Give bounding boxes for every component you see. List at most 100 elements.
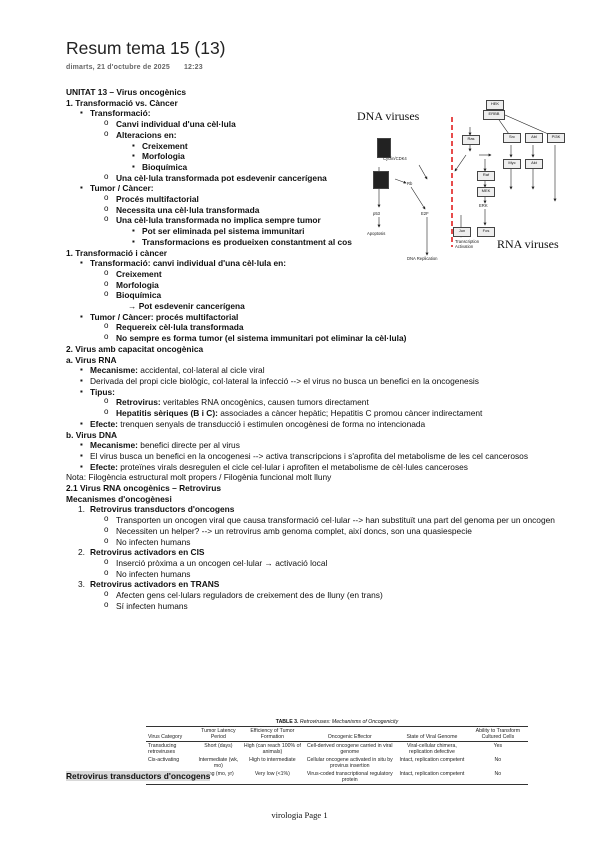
table-caption: TABLE 3. Retroviruses: Mechanisms of Onc… bbox=[275, 719, 399, 725]
table-row: Trans-activating Long (mo, yr) Very low … bbox=[146, 770, 528, 785]
table-row: Cis-activating Intermediate (wk, mo) Hig… bbox=[146, 756, 528, 770]
table-cell: Yes bbox=[493, 743, 503, 749]
list-item: Canvi individual d'una cèl·lula bbox=[66, 118, 586, 130]
list-item: Alteracions en: bbox=[66, 129, 586, 141]
list-item: Bioquímica bbox=[66, 162, 586, 173]
list-item: Inserció pròxima a un oncogen cel·lular … bbox=[66, 557, 586, 569]
page-date: dimarts, 21 d'octubre de 2025 12:23 bbox=[66, 64, 203, 71]
table-header: Tumor Latency Period bbox=[195, 726, 242, 742]
list-item: Transformació: bbox=[66, 108, 586, 119]
list-item: No infecten humans bbox=[66, 536, 586, 548]
section-heading: Mecanismes d'oncogènesi bbox=[66, 493, 172, 504]
label-dna-replication: DNA Replication bbox=[407, 256, 438, 261]
list-item: Efecte: proteïnes virals desregulen el c… bbox=[66, 462, 586, 473]
note-line: Nota: Filogència estructural molt proper… bbox=[66, 472, 332, 483]
table-header: Ability to Transform Cultured Cells bbox=[467, 726, 528, 742]
list-item: Tumor / Càncer: bbox=[66, 183, 586, 194]
table-cell: Viral-cellular chimera, replication defe… bbox=[407, 743, 457, 755]
node-fos: Fos bbox=[477, 227, 495, 237]
node-mek: MEK bbox=[477, 187, 495, 197]
list-item: Hepatitis sèriques (B i C): associades a… bbox=[66, 407, 586, 419]
page-title: Resum tema 15 (13) bbox=[66, 38, 226, 58]
node-akt: Akt bbox=[525, 159, 543, 169]
table-cell: High (can reach 100% of animals) bbox=[243, 743, 301, 755]
table-cell: No bbox=[494, 757, 502, 763]
list-item: Procés multifactorial bbox=[66, 193, 586, 205]
table-header-row: Virus Category Tumor Latency Period Effi… bbox=[146, 726, 528, 742]
table-cell: Intact, replication competent bbox=[399, 757, 465, 763]
list-item: Una cèl·lula transformada no implica sem… bbox=[66, 214, 586, 226]
table-cell: No bbox=[467, 770, 528, 785]
label-cyclin: Cyclin/CDK4 bbox=[383, 156, 407, 161]
retrovirus-table: TABLE 3. Retroviruses: Mechanisms of Onc… bbox=[146, 719, 528, 785]
node-myc: Myc bbox=[503, 159, 521, 169]
date-text: dimarts, 21 d'octubre de 2025 bbox=[66, 64, 170, 71]
label-e2f: E2F bbox=[421, 211, 429, 216]
list-item: Mecanisme: benefici directe per al virus bbox=[66, 440, 586, 451]
node-raf: Raf bbox=[477, 171, 495, 181]
list-item: Creixement bbox=[66, 268, 586, 280]
list-item: Una cèl·lula transformada pot esdevenir … bbox=[66, 172, 586, 184]
subsection-heading: a. Virus RNA bbox=[66, 354, 117, 365]
table-header: Efficiency of Tumor Formation bbox=[241, 726, 304, 742]
list-item: No infecten humans bbox=[66, 568, 586, 580]
table-cell: Very low (<1%) bbox=[241, 770, 304, 785]
highlighted-heading: Retrovirus transductors d'oncogens bbox=[66, 771, 211, 781]
table-cell: Cis-activating bbox=[148, 757, 180, 763]
list-item: 1.Retrovirus transductors d'oncogens bbox=[78, 504, 235, 515]
table-header: Oncogenic Effector bbox=[303, 726, 397, 742]
table: Virus Category Tumor Latency Period Effi… bbox=[146, 726, 528, 785]
list-item: Transformació: canvi individual d'una cè… bbox=[66, 258, 586, 269]
node-src: Src bbox=[503, 133, 521, 143]
section-heading: 1. Transformació i càncer bbox=[66, 247, 168, 258]
list-item: Derivada del propi cicle biològic, col·l… bbox=[66, 376, 586, 387]
list-item: Transporten un oncogen viral que causa t… bbox=[66, 514, 586, 526]
section-heading: 2.1 Virus RNA oncogènics – Retrovirus bbox=[66, 483, 221, 494]
list-item: Tipus: bbox=[66, 387, 586, 398]
table-cell: Virus-coded transcriptional regulatory p… bbox=[303, 770, 397, 785]
label-apoptosis: Apoptosis bbox=[367, 231, 386, 236]
list-item: Retrovirus: veritables RNA oncogènics, c… bbox=[66, 396, 586, 408]
table-cell: Intermediate (wk, mo) bbox=[198, 757, 239, 769]
table-row: Transducing retroviruses Short (days) Hi… bbox=[146, 742, 528, 757]
label-rb: Rb bbox=[407, 181, 413, 186]
notes-outline: UNITAT 13 – Virus oncogènics 1. Transfor… bbox=[66, 87, 586, 611]
list-item: No sempre es forma tumor (el sistema imm… bbox=[66, 332, 586, 344]
time-text: 12:23 bbox=[183, 64, 203, 71]
section-heading: 2. Virus amb capacitat oncogènica bbox=[66, 343, 204, 354]
list-item: Transformacions es produeixen constantme… bbox=[66, 237, 586, 248]
list-item: Tumor / Càncer: procés multifactorial bbox=[66, 312, 586, 323]
table-cell: Short (days) bbox=[204, 743, 233, 749]
list-item: Creixement bbox=[66, 141, 586, 152]
section-heading: 1. Transformació vs. Càncer bbox=[66, 97, 178, 108]
list-item: Efecte: trenquen senyals de transducció … bbox=[66, 419, 586, 430]
list-item: 3.Retrovirus activadors en TRANS bbox=[78, 579, 220, 590]
label-p53: p53 bbox=[373, 211, 380, 216]
label-erk: ERK bbox=[479, 203, 488, 208]
rna-viruses-title: RNA viruses bbox=[497, 237, 559, 251]
list-item: El virus busca un benefici en la oncogen… bbox=[66, 451, 586, 462]
node-pi3k: PI3K bbox=[547, 133, 565, 143]
list-item: Necessita una cèl·lula transformada bbox=[66, 204, 586, 216]
node-erbb: ERBB bbox=[483, 110, 505, 120]
label-transcription: Transcription Activation bbox=[455, 239, 480, 249]
list-item: Afecten gens cel·lulars reguladors de cr… bbox=[66, 589, 586, 601]
list-item: 2.Retrovirus activadors en CIS bbox=[78, 547, 205, 558]
unit-title: UNITAT 13 – Virus oncogènics bbox=[66, 87, 187, 97]
page-footer: virologia Page 1 bbox=[271, 810, 328, 820]
node-ras: Ras bbox=[462, 135, 480, 145]
table-cell: High to intermediate bbox=[249, 757, 296, 763]
pathway-figure: DNA viruses RNA viruses Cyclin/CDK4 Rb p… bbox=[355, 97, 587, 262]
list-item: Morfologia bbox=[66, 279, 586, 291]
node-abl: Abl bbox=[525, 133, 543, 143]
table-cell: Intact, replication competent bbox=[396, 770, 468, 785]
list-item: Sí infecten humans bbox=[66, 600, 586, 612]
list-item: Necessiten un helper? --> un retrovirus … bbox=[66, 525, 586, 537]
node-hek: HEK bbox=[486, 100, 504, 110]
table-cell: Cell-derived oncogene carried in viral g… bbox=[306, 743, 393, 755]
table-header: State of Viral Genome bbox=[396, 726, 468, 742]
table-header: Virus Category bbox=[146, 726, 196, 742]
node-jun: Jun bbox=[453, 227, 471, 237]
table-cell: Transducing retroviruses bbox=[148, 743, 177, 755]
list-item: Bioquímica bbox=[66, 289, 586, 301]
